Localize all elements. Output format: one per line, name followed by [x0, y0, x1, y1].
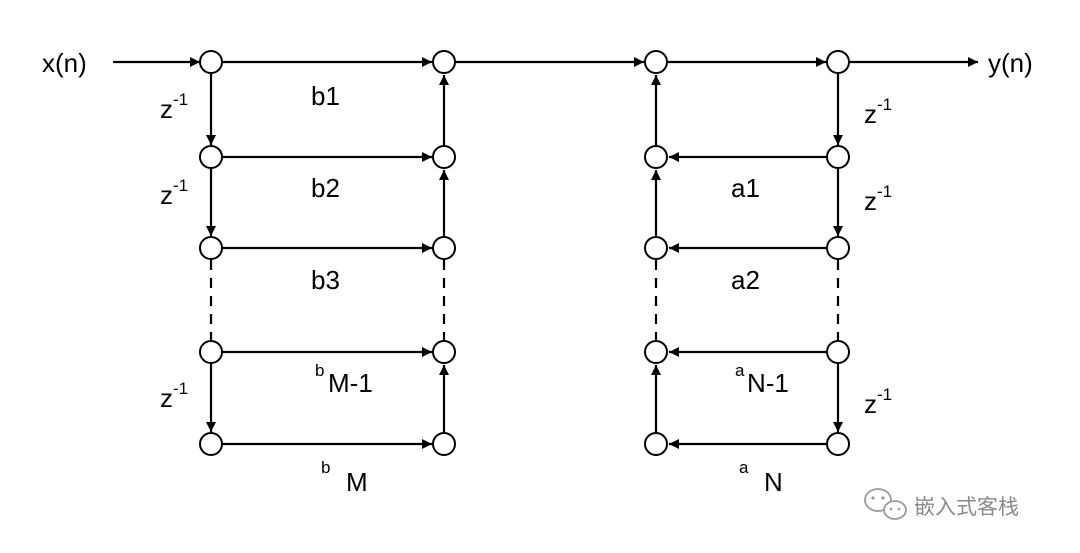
output-label: y(n)	[988, 48, 1033, 78]
node	[826, 145, 850, 169]
coef-b1-label: b1	[311, 81, 340, 111]
coef-bm1-sub: M-1	[328, 368, 373, 398]
input-label: x(n)	[42, 48, 87, 78]
coef-bm1-main: b	[315, 361, 324, 380]
node	[826, 432, 850, 456]
coef-a2-label: a2	[731, 265, 760, 295]
coef-bm-sub: M	[346, 467, 368, 497]
node	[644, 145, 668, 169]
node	[644, 236, 668, 260]
node	[199, 340, 223, 364]
node	[432, 236, 456, 260]
coef-an-main: a	[739, 458, 749, 477]
node	[199, 50, 223, 74]
coef-b3-label: b3	[311, 265, 340, 295]
delay-label: z-1	[160, 90, 188, 124]
node	[826, 50, 850, 74]
coef-an1-main: a	[735, 361, 745, 380]
node	[199, 145, 223, 169]
node	[432, 432, 456, 456]
coef-a1-label: a1	[731, 173, 760, 203]
wechat-icon	[864, 488, 907, 520]
delay-label: z-1	[864, 385, 892, 419]
node	[644, 340, 668, 364]
node	[432, 340, 456, 364]
delay-label: z-1	[864, 182, 892, 216]
node	[199, 236, 223, 260]
coef-an1-sub: N-1	[747, 368, 789, 398]
node	[432, 145, 456, 169]
node	[644, 432, 668, 456]
watermark-text: 嵌入式客栈	[914, 495, 1019, 519]
coef-bm-main: b	[321, 458, 330, 477]
node	[644, 50, 668, 74]
node	[826, 340, 850, 364]
delay-label: z-1	[160, 176, 188, 210]
delay-label: z-1	[160, 379, 188, 413]
node	[432, 50, 456, 74]
coef-b2-label: b2	[311, 173, 340, 203]
node	[826, 236, 850, 260]
coef-an-sub: N	[764, 467, 783, 497]
delay-label: z-1	[864, 95, 892, 129]
node	[199, 432, 223, 456]
